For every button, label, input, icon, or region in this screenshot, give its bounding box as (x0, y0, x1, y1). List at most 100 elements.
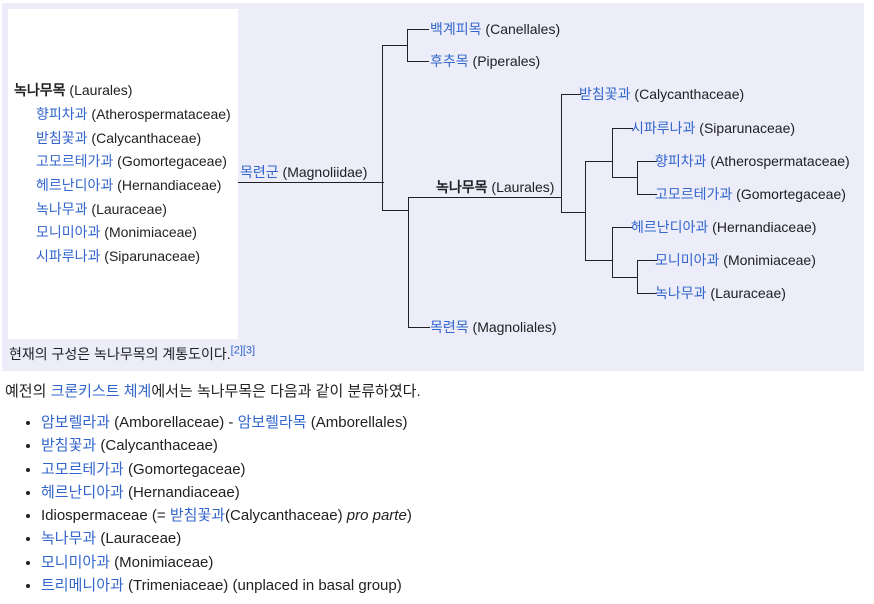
branch-line-h (612, 227, 633, 228)
branch-line-h (382, 45, 407, 46)
classification-item: 향피차과 (Atherospermataceae) (8, 103, 238, 127)
family-latin: (Gomortegaceae) (113, 153, 227, 170)
intro-text: 에서는 (151, 383, 197, 400)
taxon-latin: (Magnoliidae) (278, 164, 368, 180)
branch-line-v (408, 197, 409, 328)
branch-line-h (238, 182, 384, 183)
taxon-link[interactable]: 받침꽃과 (579, 86, 631, 102)
taxon-link[interactable]: 백계피목 (430, 21, 482, 37)
family-link[interactable]: 고모르테가과 (36, 153, 114, 170)
list-item: 고모르테가과 (Gomortegaceae) (41, 458, 870, 481)
branch-line-v (407, 29, 408, 62)
intro-paragraph: 예전의 크론키스트 체계에서는 녹나무목은 다음과 같이 분류하였다. (5, 381, 870, 402)
taxon-link[interactable]: 고모르테가과 (655, 186, 733, 202)
reference-link-3[interactable]: [3] (242, 344, 256, 357)
branch-line-h (585, 260, 612, 261)
tree-node-canellales: 백계피목 (Canellales) (430, 19, 560, 39)
tree-node-lauraceae: 녹나무과 (Lauraceae) (655, 283, 786, 303)
family-link[interactable]: 향피차과 (36, 105, 88, 122)
branch-line-h (561, 94, 581, 95)
taxon-latin: (Laurales) (487, 179, 555, 195)
branch-line-v (561, 94, 562, 213)
taxon-latin-italic: pro parte (346, 507, 407, 525)
cronquist-system-link[interactable]: 크론키스트 체계 (50, 383, 152, 400)
taxon-link[interactable]: 트리메니아과 (41, 577, 124, 595)
list-item: 녹나무과 (Lauraceae) (41, 527, 870, 550)
taxon-latin: (Siparunaceae) (695, 120, 796, 136)
taxon-latin: (Amborellales) (306, 414, 408, 431)
taxon-latin: (Canellales) (481, 21, 561, 37)
branch-line-h (408, 327, 430, 328)
cladogram-figure-panel: 녹나무목 (Laurales) 향피차과 (Atherospermataceae… (2, 3, 864, 371)
taxon-link[interactable]: 후추목 (430, 53, 469, 69)
taxon-latin: (Amborellaceae) - (110, 414, 238, 431)
family-latin: (Monimiaceae) (100, 224, 197, 241)
branch-line-h (585, 161, 612, 162)
branch-line-h (637, 161, 657, 162)
family-link[interactable]: 녹나무과 (36, 200, 88, 217)
taxon-link[interactable]: 헤르난디아과 (631, 219, 709, 235)
tree-node-magnoliales: 목련목 (Magnoliales) (430, 317, 557, 337)
branch-line-h (637, 260, 657, 261)
branch-line-v (585, 161, 586, 261)
list-item: 모니미아과 (Monimiaceae) (41, 551, 870, 574)
family-latin: (Calycanthaceae) (87, 129, 202, 146)
taxon-latin: ) (406, 507, 412, 525)
taxon-latin: (Magnoliales) (468, 319, 557, 335)
taxon-link[interactable]: 시파루나과 (631, 120, 696, 136)
taxon-link[interactable]: 받침꽃과 (41, 437, 97, 455)
classification-item: 시파루나과 (Siparunaceae) (8, 245, 238, 269)
classification-item: 모니미아과 (Monimiaceae) (8, 221, 238, 245)
family-link[interactable]: 받침꽃과 (36, 129, 88, 146)
taxon-latin: (Calycanthaceae) (96, 437, 218, 455)
taxon-latin: (Monimiaceae) (719, 252, 816, 268)
taxon-link[interactable]: 녹나무과 (41, 530, 97, 548)
tree-node-piperales: 후추목 (Piperales) (430, 51, 540, 71)
taxon-latin: (Gomortegaceae) (123, 460, 246, 478)
taxon-link[interactable]: 향피차과 (655, 153, 707, 169)
taxon-link[interactable]: 모니미아과 (41, 553, 111, 571)
reference-link-2[interactable]: [2] (230, 344, 243, 357)
intro-text: 예전의 (5, 383, 51, 400)
family-link[interactable]: 모니미아과 (36, 224, 101, 241)
taxon-link[interactable]: 고모르테가과 (41, 460, 124, 478)
family-latin: (Lauraceae) (87, 200, 167, 217)
classification-box: 녹나무목 (Laurales) 향피차과 (Atherospermataceae… (8, 9, 238, 339)
classification-item: 받침꽃과 (Calycanthaceae) (8, 127, 238, 151)
taxon-link[interactable]: 모니미아과 (655, 252, 720, 268)
taxon-latin: (Gomortegaceae) (732, 186, 846, 202)
taxon-link[interactable]: 목련목 (430, 319, 469, 335)
branch-line-h (382, 210, 408, 211)
intro-text: 녹나무목은 다음과 같이 분류하였다. (196, 383, 421, 400)
taxon-link[interactable]: 녹나무과 (655, 285, 707, 301)
taxon-latin: (Calycanthaceae) (225, 507, 347, 525)
tree-node-monimiaceae: 모니미아과 (Monimiaceae) (655, 250, 816, 270)
taxon-link[interactable]: 암보렐라과 (41, 414, 111, 431)
taxon-latin: (Monimiaceae) (110, 553, 214, 571)
list-item: Idiospermaceae (= 받침꽃과(Calycanthaceae) p… (41, 504, 870, 527)
list-item: 헤르난디아과 (Hernandiaceae) (41, 481, 870, 504)
caption-text: 현재의 구성은 녹나무목의 계통도이다. (9, 346, 231, 362)
list-item: 트리메니아과 (Trimeniaceae) (unplaced in basal… (41, 574, 870, 597)
taxon-latin: Idiospermaceae (= (41, 507, 170, 525)
taxon-link[interactable]: 암보렐라목 (237, 414, 307, 431)
branch-line-v (612, 128, 613, 178)
family-latin: (Siparunaceae) (100, 248, 201, 265)
taxon-latin: (Piperales) (468, 53, 541, 69)
family-link[interactable]: 시파루나과 (36, 248, 101, 265)
branch-line-h (408, 197, 561, 198)
taxon-link[interactable]: 헤르난디아과 (41, 483, 124, 501)
taxon-link[interactable]: 목련군 (240, 164, 279, 180)
classification-item: 헤르난디아과 (Hernandiaceae) (8, 174, 238, 198)
branch-line-v (612, 227, 613, 278)
tree-node-magnoliidae: 목련군 (Magnoliidae) (240, 162, 367, 182)
taxon-latin: (Lauraceae) (96, 530, 182, 548)
branch-line-h (637, 293, 657, 294)
taxon-link[interactable]: 받침꽃과 (169, 507, 226, 525)
family-link[interactable]: 헤르난디아과 (36, 177, 114, 193)
branch-line-h (407, 29, 429, 30)
taxon-latin: (Hernandiaceae) (123, 483, 240, 501)
classification-item: 고모르테가과 (Gomortegaceae) (8, 150, 238, 174)
branch-line-h (561, 212, 585, 213)
taxon-latin: (Hernandiaceae) (708, 219, 817, 235)
